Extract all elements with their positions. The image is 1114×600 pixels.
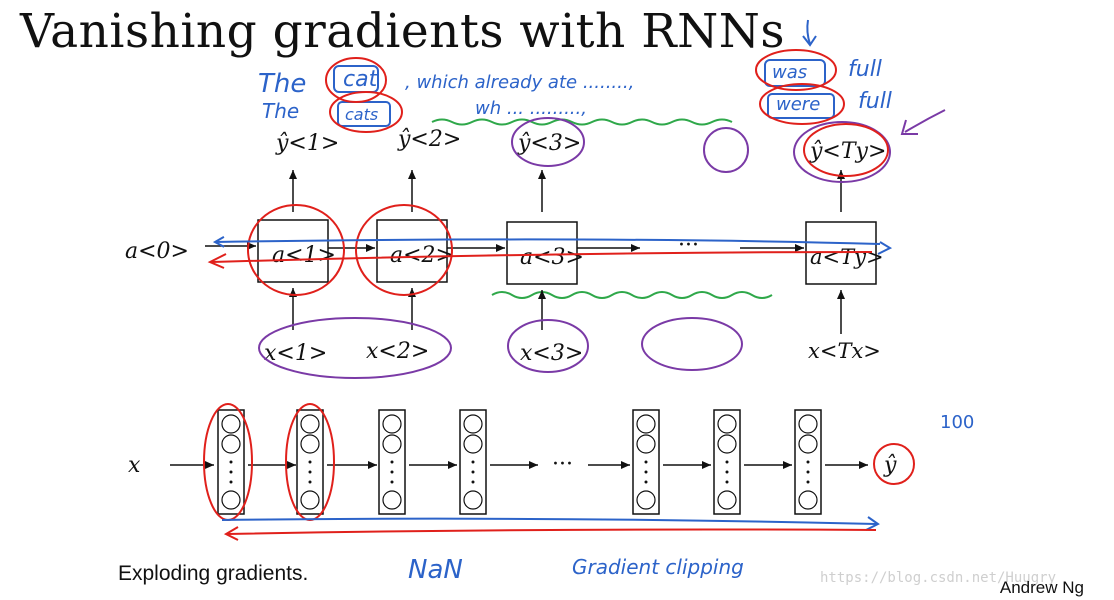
- neuron: [382, 414, 402, 434]
- rnn-cell-3-label: a<3>: [520, 245, 584, 270]
- rnn-ellipsis: ···: [678, 233, 699, 258]
- rnn-cell-3: [506, 221, 578, 285]
- deepnet-input-label: x: [128, 453, 141, 478]
- note-cat: cat: [343, 67, 379, 92]
- neuron-dot: [308, 460, 312, 464]
- neuron: [636, 414, 656, 434]
- neuron-dot: [471, 460, 475, 464]
- neuron-dot: [644, 480, 648, 484]
- neuron-dot: [229, 460, 233, 464]
- neuron-dot: [390, 470, 394, 474]
- neuron-dot: [725, 480, 729, 484]
- neuron-dot: [229, 480, 233, 484]
- handwritten-notes: The cat , which already ate ........, wa…: [258, 19, 946, 299]
- rnn-cell-1-label: a<1>: [272, 243, 336, 268]
- neuron: [300, 414, 320, 434]
- neuron: [463, 414, 483, 434]
- neuron: [717, 414, 737, 434]
- note-full-1: full: [848, 57, 882, 82]
- neuron-dot: [806, 460, 810, 464]
- output-ty: ŷ<Ty>: [809, 139, 886, 164]
- neuron: [798, 434, 818, 454]
- input-tx: x<Tx>: [808, 339, 881, 363]
- watermark-url: https://blog.csdn.net/Huugry: [820, 570, 1057, 586]
- green-squiggle-top: [431, 118, 733, 126]
- author-name: Andrew Ng: [999, 578, 1084, 597]
- output-1: ŷ<1>: [275, 131, 339, 156]
- rnn-cell-1: [257, 219, 329, 283]
- note-full-2: full: [858, 89, 892, 114]
- neuron-dot: [644, 470, 648, 474]
- neuron: [221, 434, 241, 454]
- input-3: x<3>: [520, 341, 583, 366]
- neuron-dot: [806, 480, 810, 484]
- neuron: [300, 490, 320, 510]
- note-the-1: The: [258, 69, 306, 99]
- green-squiggle-bottom: [491, 291, 773, 299]
- neuron: [382, 434, 402, 454]
- neuron-dot: [471, 470, 475, 474]
- output-3: ŷ<3>: [517, 131, 581, 156]
- neuron: [717, 490, 737, 510]
- input-2: x<2>: [366, 339, 429, 364]
- neuron: [636, 434, 656, 454]
- input-1: x<1>: [264, 341, 327, 366]
- neuron-dot: [806, 470, 810, 474]
- rnn-cell-2: [376, 219, 448, 283]
- neuron-dot: [308, 480, 312, 484]
- note-cats: cats: [345, 105, 378, 124]
- neuron: [382, 490, 402, 510]
- neuron-dot: [229, 470, 233, 474]
- note-gradient-clipping: Gradient clipping: [572, 555, 744, 579]
- neuron: [463, 490, 483, 510]
- deep-network: x ··· ŷ: [128, 403, 915, 521]
- rnn-diagram: a<0> a<1> a<2> a<3> a<Ty> ··· ŷ<1> ŷ<2> …: [125, 117, 893, 379]
- note-was: was: [772, 62, 807, 83]
- deepnet-ellipsis: ···: [552, 452, 573, 477]
- neuron-dot: [471, 480, 475, 484]
- neuron: [798, 490, 818, 510]
- neuron-dot: [725, 460, 729, 464]
- neuron: [221, 414, 241, 434]
- slide-title: Vanishing gradients with RNNs: [20, 4, 786, 59]
- neuron: [798, 414, 818, 434]
- note-nan: NaN: [408, 555, 463, 585]
- neuron-dot: [390, 460, 394, 464]
- layers-note: 100: [940, 412, 974, 433]
- neuron-dot: [644, 460, 648, 464]
- output-2: ŷ<2>: [397, 127, 461, 152]
- neuron: [717, 434, 737, 454]
- neuron-dot: [390, 480, 394, 484]
- neuron: [221, 490, 241, 510]
- neuron: [636, 490, 656, 510]
- note-wh: wh ... .........,: [475, 98, 587, 119]
- note-the-2: The: [262, 99, 299, 123]
- output-red-circle: [873, 443, 915, 485]
- note-were: were: [776, 94, 820, 115]
- neuron-dot: [308, 470, 312, 474]
- note-which-already-ate: , which already ate ........,: [405, 72, 634, 93]
- deepnet-output-label: ŷ: [883, 453, 897, 478]
- exploding-gradients-label: Exploding gradients.: [118, 562, 309, 585]
- neuron-dot: [725, 470, 729, 474]
- neuron: [463, 434, 483, 454]
- a0-label: a<0>: [125, 239, 189, 264]
- neuron: [300, 434, 320, 454]
- rnn-cell-ty-label: a<Ty>: [810, 245, 884, 269]
